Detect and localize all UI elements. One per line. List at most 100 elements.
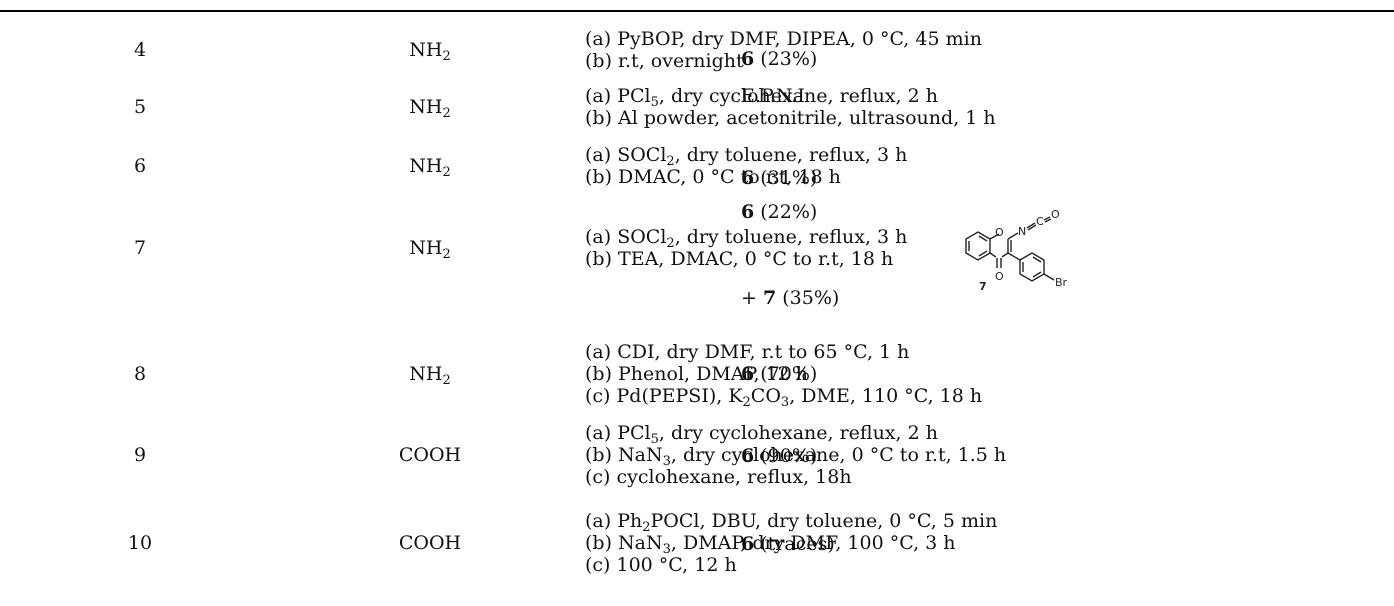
condition-text: (c) Pd(PEPSI), K xyxy=(585,385,743,407)
conditions-cell: (a) PCl5, dry cyclohexane, reflux, 2 h(b… xyxy=(585,422,1006,488)
result-cell: 6 (70%) xyxy=(741,363,817,385)
isocyanate-o-label: O xyxy=(1051,208,1060,221)
functional-group-main: NH xyxy=(409,363,443,385)
condition-text: (a) PCl xyxy=(585,422,651,444)
condition-text: (a) SOCl xyxy=(585,144,667,166)
condition-line: (b) DMAC, 0 °C to r.t, 18 h xyxy=(585,166,907,188)
functional-group-subscript: 2 xyxy=(442,247,451,262)
result-cell: 6 (90%) xyxy=(741,445,817,467)
condition-line: (a) CDI, dry DMF, r.t to 65 °C, 1 h xyxy=(585,341,982,363)
functional-group-cell: NH2 xyxy=(360,96,500,121)
entry-cell: 10 xyxy=(127,532,153,554)
result-cell: 6 (23%) xyxy=(741,48,817,70)
condition-text: CO xyxy=(750,385,781,407)
ring-oxygen-label: O xyxy=(995,226,1004,239)
condition-line: (a) PyBOP, dry DMF, DIPEA, 0 °C, 45 min xyxy=(585,28,982,50)
result-yield: E.P.N.I xyxy=(741,85,805,107)
conditions-cell: (a) PyBOP, dry DMF, DIPEA, 0 °C, 45 min(… xyxy=(585,28,982,72)
conditions-cell: (a) SOCl2, dry toluene, reflux, 3 h(b) D… xyxy=(585,144,907,188)
condition-subscript: 2 xyxy=(666,154,675,169)
table-row: 10 COOH (a) Ph2POCl, DBU, dry toluene, 0 °… xyxy=(0,510,1394,576)
entry-cell: 5 xyxy=(133,96,147,118)
entry-cell: 4 xyxy=(133,39,147,61)
functional-group-main: NH xyxy=(409,39,443,61)
entry-cell: 9 xyxy=(133,444,147,466)
table-top-rule xyxy=(0,10,1394,12)
condition-text: (a) PyBOP, dry DMF, DIPEA, 0 °C, 45 min xyxy=(585,28,982,50)
result-cell-secondary: + 7 (35%) xyxy=(741,287,839,309)
functional-group-main: NH xyxy=(409,155,443,177)
functional-group-cell: NH2 xyxy=(360,39,500,64)
condition-subscript: 5 xyxy=(650,432,659,447)
condition-line: (b) Phenol, DMAP, 12 h xyxy=(585,363,982,385)
conditions-cell: (a) SOCl2, dry toluene, reflux, 3 h(b) T… xyxy=(585,226,907,270)
condition-line: (b) r.t, overnight xyxy=(585,50,982,72)
condition-line: (b) NaN3, DMAP, dry DMF, 100 °C, 3 h xyxy=(585,532,997,557)
condition-line: (a) PCl5, dry cyclohexane, reflux, 2 h xyxy=(585,85,996,109)
condition-text: (c) 100 °C, 12 h xyxy=(585,554,737,576)
condition-subscript: 3 xyxy=(662,454,671,469)
condition-text: (a) PCl xyxy=(585,85,651,107)
bromo-label: Br xyxy=(1055,276,1068,289)
condition-subscript: 3 xyxy=(662,542,671,557)
entry-cell: 7 xyxy=(133,237,147,259)
result-cell: 6 (31%) xyxy=(741,167,817,189)
result-cell: 6 (traces) xyxy=(741,533,835,555)
condition-line: (a) Ph2POCl, DBU, dry toluene, 0 °C, 5 m… xyxy=(585,510,998,534)
condition-text: (b) DMAC, 0 °C to r.t, 18 h xyxy=(585,166,841,188)
result-yield: (70%) xyxy=(754,363,818,385)
functional-group-subscript: 2 xyxy=(442,49,451,64)
conditions-cell: (a) PCl5, dry cyclohexane, reflux, 2 h(b… xyxy=(585,85,996,129)
condition-line: (c) cyclohexane, reflux, 18h xyxy=(585,466,1006,488)
condition-text: (b) TEA, DMAC, 0 °C to r.t, 18 h xyxy=(585,248,894,270)
condition-text: (b) r.t, overnight xyxy=(585,50,744,72)
result-yield: (22%) xyxy=(754,201,818,223)
table-row: 9 COOH (a) PCl5, dry cyclohexane, reflux, … xyxy=(0,422,1394,488)
result-cell: 6 (22%) xyxy=(741,201,817,223)
condition-text: (b) NaN xyxy=(585,532,663,554)
result-compound-number: 6 xyxy=(741,48,755,70)
condition-text: , dry toluene, reflux, 3 h xyxy=(674,226,908,248)
condition-text: POCl, DBU, dry toluene, 0 °C, 5 min xyxy=(650,510,998,532)
functional-group-main: NH xyxy=(409,96,443,118)
functional-group-subscript: 2 xyxy=(442,106,451,121)
condition-text: , DMAP, dry DMF, 100 °C, 3 h xyxy=(670,532,956,554)
condition-text: (a) Ph xyxy=(585,510,643,532)
condition-line: (c) 100 °C, 12 h xyxy=(585,554,997,576)
isocyanate-c-label: C xyxy=(1036,215,1044,228)
condition-text: (a) SOCl xyxy=(585,226,667,248)
condition-text: (b) Al powder, acetonitrile, ultrasound,… xyxy=(585,107,996,129)
functional-group-main: COOH xyxy=(398,444,462,466)
result-compound-number: 6 xyxy=(741,363,755,385)
condition-subscript: 2 xyxy=(742,395,751,410)
condition-subscript: 2 xyxy=(666,236,675,251)
condition-text: , dry cyclohexane, reflux, 2 h xyxy=(658,85,938,107)
result-compound-number: 6 xyxy=(741,533,755,555)
entry-cell: 8 xyxy=(133,363,147,385)
condition-line: (b) Al powder, acetonitrile, ultrasound,… xyxy=(585,107,996,129)
entry-cell: 6 xyxy=(133,155,147,177)
condition-line: (a) SOCl2, dry toluene, reflux, 3 h xyxy=(585,144,908,169)
isocyanate-n-label: N xyxy=(1018,225,1026,238)
condition-text: , dry toluene, reflux, 3 h xyxy=(674,144,908,166)
result-cell: E.P.N.I xyxy=(741,85,805,107)
functional-group-main: NH xyxy=(409,237,443,259)
functional-group-cell: NH2 xyxy=(360,155,500,179)
compound-number-label: 7 xyxy=(979,280,987,292)
functional-group-subscript: 2 xyxy=(442,373,451,388)
condition-line: (b) TEA, DMAC, 0 °C to r.t, 18 h xyxy=(585,248,907,270)
functional-group-cell: NH2 xyxy=(360,363,500,388)
result-yield: (90%) xyxy=(754,445,818,467)
condition-text: , DME, 110 °C, 18 h xyxy=(789,385,983,407)
keto-oxygen-label: O xyxy=(995,270,1004,283)
functional-group-main: COOH xyxy=(398,532,462,554)
condition-text: (b) Phenol, DMAP, 12 h xyxy=(585,363,808,385)
functional-group-cell: COOH xyxy=(360,444,500,466)
condition-text: , dry cyclohexane, reflux, 2 h xyxy=(658,422,938,444)
condition-text: , dry cyclohexane, 0 °C to r.t, 1.5 h xyxy=(670,444,1007,466)
result-compound-number: 6 xyxy=(741,167,755,189)
compound-7-structure: O O N C O Br 7 xyxy=(965,208,1068,292)
condition-line: (a) SOCl2, dry toluene, reflux, 3 h xyxy=(585,226,908,251)
